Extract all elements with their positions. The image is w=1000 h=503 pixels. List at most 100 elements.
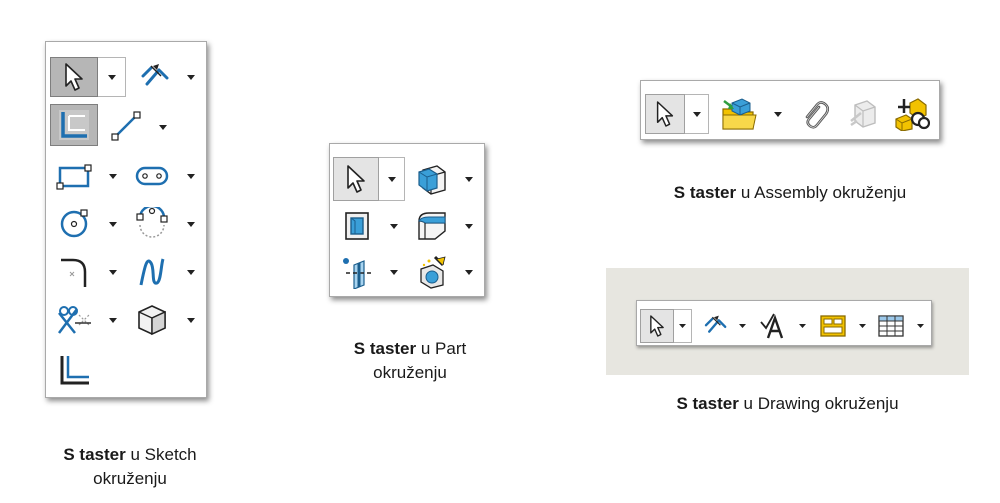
table-button[interactable] [873, 310, 909, 342]
table-icon [878, 315, 904, 337]
convert-entities-button[interactable] [50, 104, 98, 146]
sketch-caption: S taster u Sketch okruženju [30, 443, 230, 491]
select-arrow-icon [650, 315, 664, 337]
chevron-down-icon [774, 111, 782, 117]
circle-button[interactable] [52, 204, 96, 244]
block-icon [820, 315, 846, 337]
smart-dimension-dropdown[interactable] [186, 72, 196, 82]
reference-plane-icon [343, 258, 372, 289]
sketch-fillet-button[interactable] [52, 252, 96, 292]
trim-entities-dropdown[interactable] [108, 315, 118, 325]
sketch-shortcut-toolbar [45, 41, 207, 398]
arc-dropdown[interactable] [186, 219, 196, 229]
offset-entities-icon [60, 356, 89, 385]
spline-button[interactable] [130, 252, 174, 292]
caption-text: u Part [416, 339, 467, 358]
shell-button[interactable] [335, 206, 379, 246]
smart-dimension-button[interactable] [134, 59, 172, 95]
block-button[interactable] [815, 310, 851, 342]
paperclip-button[interactable] [795, 94, 835, 134]
part-shortcut-toolbar [329, 143, 485, 297]
convert-entities-icon [59, 110, 89, 140]
extrude-dropdown[interactable] [464, 174, 474, 184]
drawing-shortcut-toolbar [636, 300, 932, 346]
smart-fasteners-button[interactable] [843, 94, 883, 134]
reference-plane-button[interactable] [335, 252, 379, 292]
extrude-icon [418, 165, 446, 195]
table-dropdown[interactable] [915, 321, 925, 331]
slot-dropdown[interactable] [186, 171, 196, 181]
offset-entities-button[interactable] [52, 350, 96, 390]
assembly-shortcut-toolbar [640, 80, 940, 140]
fillet-feature-dropdown[interactable] [464, 221, 474, 231]
chevron-down-icon [109, 221, 117, 227]
appearance-button[interactable] [410, 252, 454, 292]
chevron-down-icon [798, 324, 806, 328]
chevron-down-icon [692, 111, 701, 117]
view-orientation-icon [138, 305, 166, 336]
select-arrow-icon [65, 63, 83, 91]
slot-icon [135, 166, 169, 186]
extrude-button[interactable] [410, 159, 454, 199]
caption-bold: S taster [673, 183, 737, 202]
line-icon [111, 111, 141, 141]
select-dropdown[interactable] [685, 94, 709, 134]
drawing-caption: S taster u Drawing okruženju [606, 392, 969, 416]
caption-text: u Assembly okruženju [736, 183, 907, 202]
smart-dimension-button[interactable] [697, 310, 731, 342]
select-button[interactable] [640, 309, 674, 343]
smart-dimension-dropdown[interactable] [737, 321, 747, 331]
chevron-down-icon [109, 173, 117, 179]
chevron-down-icon [916, 324, 924, 328]
fillet-feature-button[interactable] [410, 206, 454, 246]
circle-dropdown[interactable] [108, 219, 118, 229]
appearance-icon [420, 255, 446, 289]
trim-entities-button[interactable] [52, 300, 96, 340]
line-dropdown[interactable] [158, 122, 168, 132]
insert-component-dropdown[interactable] [773, 109, 783, 119]
chevron-down-icon [187, 221, 195, 227]
trim-entities-icon [58, 306, 91, 334]
shell-dropdown[interactable] [389, 221, 399, 231]
reference-plane-dropdown[interactable] [389, 267, 399, 277]
mate-button[interactable] [889, 94, 933, 134]
rectangle-dropdown[interactable] [108, 171, 118, 181]
rectangle-button[interactable] [52, 156, 96, 196]
view-orientation-button[interactable] [130, 300, 174, 340]
note-button[interactable] [755, 310, 791, 342]
select-dropdown[interactable] [98, 57, 126, 97]
view-orientation-dropdown[interactable] [186, 315, 196, 325]
select-dropdown[interactable] [674, 309, 692, 343]
slot-button[interactable] [130, 156, 174, 196]
chevron-down-icon [109, 269, 117, 275]
spline-dropdown[interactable] [186, 267, 196, 277]
part-caption: S taster u Part okruženju [310, 337, 510, 385]
select-button[interactable] [333, 157, 379, 201]
chevron-down-icon [679, 324, 686, 328]
select-dropdown[interactable] [379, 157, 405, 201]
chevron-down-icon [387, 176, 396, 182]
smart-dimension-icon [141, 64, 169, 86]
chevron-down-icon [390, 269, 398, 275]
mate-icon [895, 98, 930, 131]
chevron-down-icon [159, 124, 167, 130]
chevron-down-icon [107, 74, 116, 80]
block-dropdown[interactable] [857, 321, 867, 331]
chevron-down-icon [187, 173, 195, 179]
caption-line2: okruženju [373, 363, 447, 382]
caption-bold: S taster [676, 394, 739, 413]
chevron-down-icon [187, 269, 195, 275]
select-arrow-icon [656, 101, 674, 127]
select-button[interactable] [50, 57, 98, 97]
note-icon [760, 313, 784, 339]
paperclip-icon [805, 101, 829, 129]
arc-button[interactable] [130, 204, 174, 244]
chevron-down-icon [187, 74, 195, 80]
note-dropdown[interactable] [797, 321, 807, 331]
chevron-down-icon [390, 223, 398, 229]
select-button[interactable] [645, 94, 685, 134]
insert-component-button[interactable] [717, 94, 761, 134]
line-button[interactable] [102, 106, 150, 146]
sketch-fillet-dropdown[interactable] [108, 267, 118, 277]
appearance-dropdown[interactable] [464, 267, 474, 277]
